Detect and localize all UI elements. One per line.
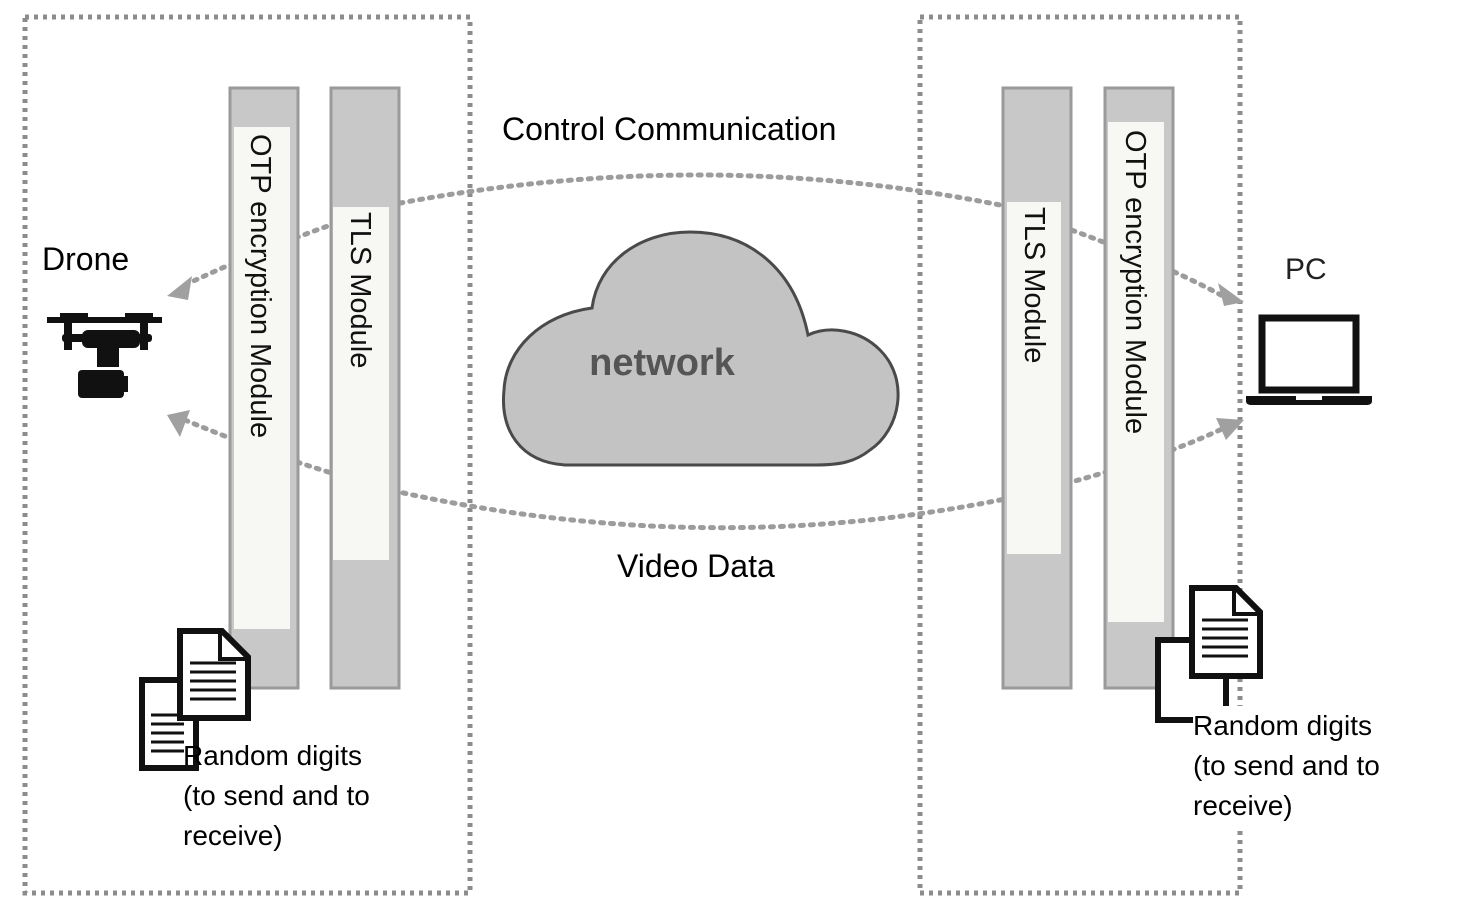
drone-tls-module-inner bbox=[333, 207, 389, 560]
laptop-icon bbox=[1246, 314, 1372, 405]
drone-icon bbox=[47, 313, 162, 398]
control-arrow-to-pc bbox=[1218, 283, 1244, 306]
control-arrow-to-drone bbox=[167, 276, 192, 300]
pc-group-border bbox=[917, 14, 1243, 896]
video-arrow-to-pc bbox=[1216, 418, 1244, 440]
drone-document-stack-icon bbox=[139, 628, 251, 771]
cloud-icon bbox=[502, 230, 900, 467]
network-label: network bbox=[589, 342, 736, 384]
drone-title: Drone bbox=[42, 241, 130, 277]
pc-title: PC bbox=[1285, 253, 1327, 286]
video-arrow-to-drone bbox=[167, 410, 190, 437]
pc-otp-module-inner bbox=[1108, 122, 1164, 622]
drone-group-border bbox=[22, 14, 473, 896]
control-communication-label: Control Communication bbox=[502, 111, 837, 147]
drone-otp-module-label: OTP encryption Module bbox=[244, 134, 276, 439]
video-data-label: Video Data bbox=[617, 548, 775, 584]
pc-tls-module-inner bbox=[1007, 202, 1061, 554]
drone-random-digits-label: Random digits (to send and to receive) bbox=[183, 740, 370, 851]
pc-otp-module-label: OTP encryption Module bbox=[1119, 130, 1151, 435]
pc-document-stack-icon bbox=[1155, 585, 1263, 723]
drone-otp-module-inner bbox=[234, 127, 290, 629]
drone-tls-module-label: TLS Module bbox=[344, 212, 376, 369]
pc-random-digits-label: Random digits (to send and to receive) bbox=[1193, 706, 1408, 826]
pc-tls-module-label: TLS Module bbox=[1018, 207, 1050, 364]
